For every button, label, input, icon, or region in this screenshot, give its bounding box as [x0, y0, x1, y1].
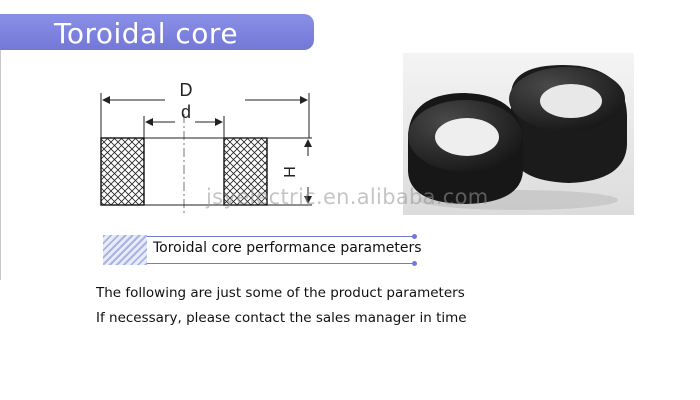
- back-core: [509, 65, 627, 183]
- watermark: jsyelectric.en.alibaba.com: [206, 185, 489, 209]
- divider: [147, 263, 415, 264]
- core-section-left: [100, 137, 145, 206]
- divider: [147, 236, 415, 237]
- page-title: Toroidal core: [54, 17, 239, 50]
- bullet-dot-icon: [412, 261, 417, 266]
- header-banner: Toroidal core: [0, 14, 314, 50]
- front-core: [408, 93, 523, 204]
- height-label: H: [282, 166, 299, 178]
- toroid-dimension-diagram: D d H: [100, 80, 312, 214]
- outer-diameter-label: D: [180, 80, 193, 100]
- body-text-line: The following are just some of the produ…: [96, 285, 465, 301]
- product-photo: [403, 53, 634, 215]
- toroid-cores-image: [408, 65, 627, 210]
- inner-diameter-label: d: [181, 102, 191, 122]
- left-divider: [0, 50, 1, 280]
- height-dimension: [144, 137, 312, 206]
- section-title: Toroidal core performance parameters: [153, 240, 422, 256]
- body-text-line: If necessary, please contact the sales m…: [96, 310, 467, 326]
- outer-diameter-dimension: [100, 93, 310, 138]
- inner-diameter-dimension: [143, 116, 225, 138]
- bullet-dot-icon: [412, 234, 417, 239]
- section-pattern-icon: [103, 235, 147, 265]
- section-header: Toroidal core performance parameters: [103, 233, 422, 267]
